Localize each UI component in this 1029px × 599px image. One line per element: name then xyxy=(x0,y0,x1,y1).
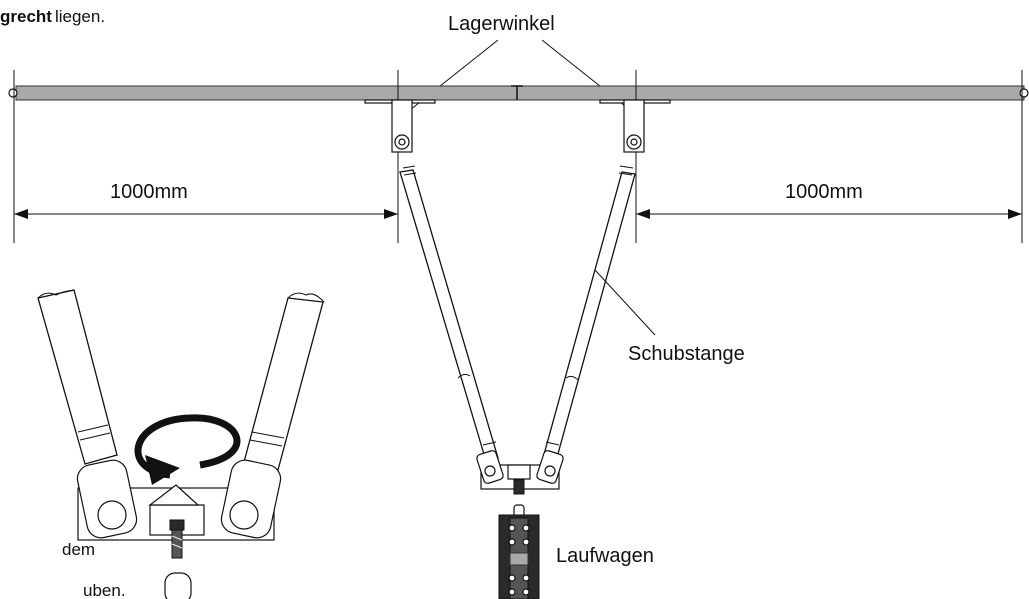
bearing-bracket-right xyxy=(623,99,645,153)
side-note-line2: uben. xyxy=(83,581,126,599)
dimension-left-label: 1000mm xyxy=(110,181,188,203)
side-note-line1: dem xyxy=(62,540,95,559)
label-lagerwinkel: Lagerwinkel xyxy=(448,13,555,35)
instruction-bold: grecht xyxy=(0,7,52,26)
dimension-right xyxy=(635,70,1023,243)
dimension-right-label: 1000mm xyxy=(785,181,863,203)
dimension-left xyxy=(13,70,399,243)
carriage xyxy=(498,504,540,599)
fork-assembly xyxy=(476,450,564,495)
push-rod-right xyxy=(542,165,636,462)
detail-view xyxy=(37,289,325,599)
instruction-rest: liegen. xyxy=(55,7,105,26)
rotate-arrow-icon xyxy=(134,414,241,485)
push-rod-left xyxy=(399,165,499,462)
schubstange-leader xyxy=(594,269,656,336)
label-schubstange: Schubstange xyxy=(628,343,745,365)
bearing-bracket-left xyxy=(391,99,413,153)
main-rail xyxy=(8,85,1029,104)
label-laufwagen: Laufwagen xyxy=(556,545,654,567)
